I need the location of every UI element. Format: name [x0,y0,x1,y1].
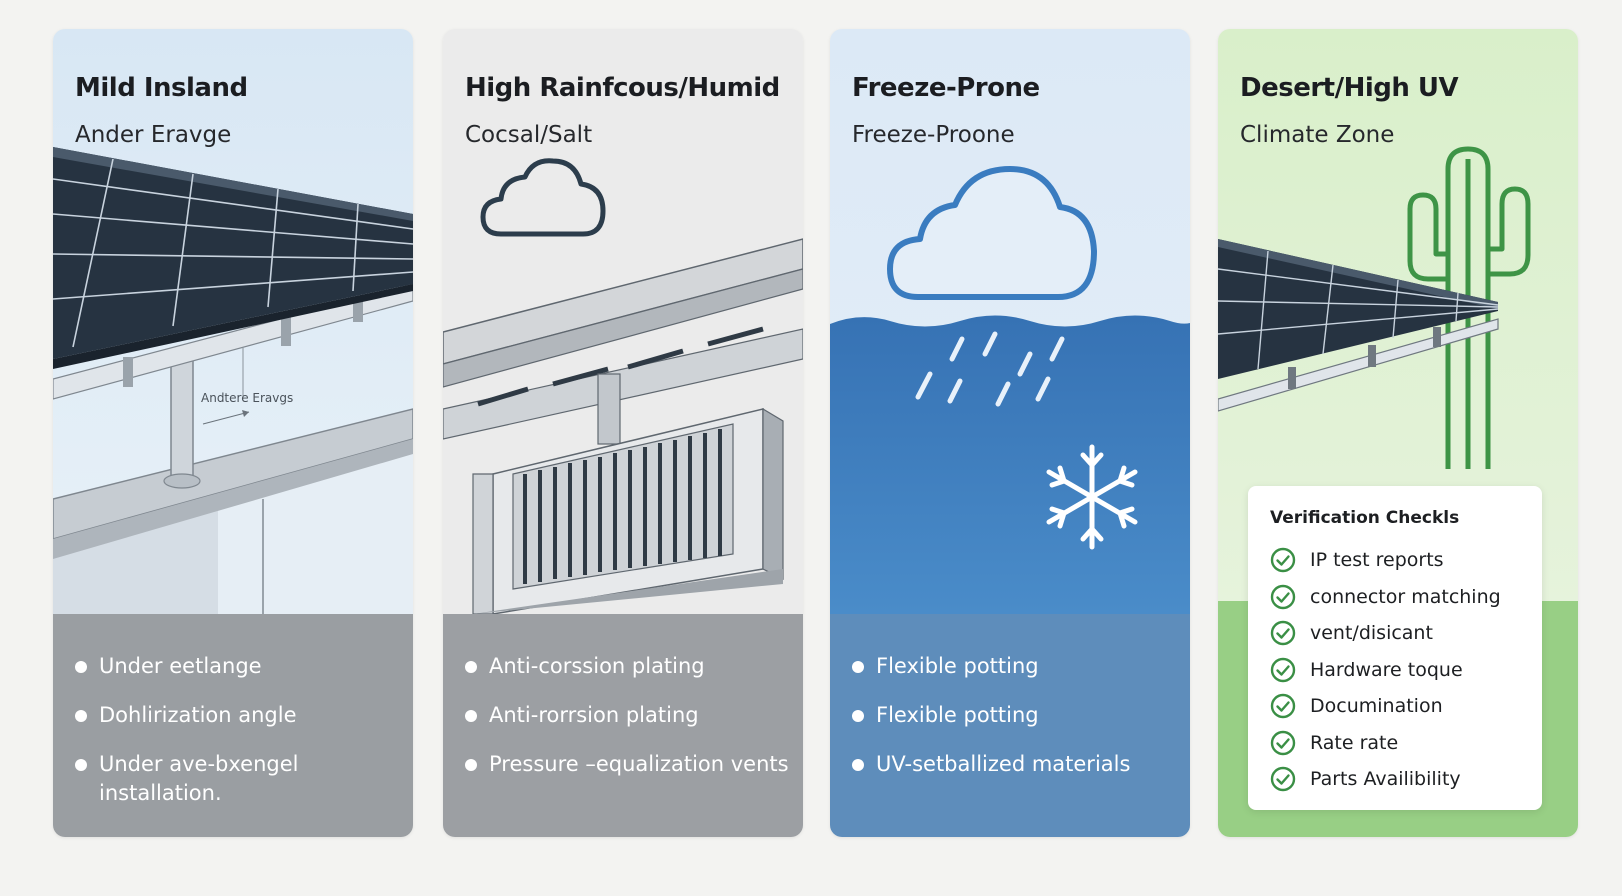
coastal-roof-illustration [443,29,803,614]
checklist-item: IP test reports [1270,546,1501,583]
panel-title: Desert/High UV [1240,73,1459,103]
list-item: Pressure –equalization vents [465,750,795,779]
check-circle-icon [1270,547,1296,573]
bullet-icon [465,710,477,722]
freeze-illustration [830,29,1190,614]
list-item: Under ave-bxengel installation. [75,750,405,808]
list-item: Flexible potting [852,652,1182,681]
check-circle-icon [1270,620,1296,646]
panel-title: High Rainfcous/Humid [465,73,780,103]
check-circle-icon [1270,657,1296,682]
checklist-item: Documination [1270,692,1501,729]
feature-list: Flexible potting Flexible potting UV-set… [852,652,1182,799]
verification-checklist-card: Verification Checkls IP test reports con… [1248,486,1542,810]
feature-list: Under eetlange Dohlirization angle Under… [75,652,405,828]
climate-panel-desert-high-uv: Desert/High UV Climate Zone Verification… [1218,29,1578,837]
panel-subtitle: Freeze-Proone [852,122,1015,148]
checklist-item: Parts Availibility [1270,765,1501,802]
checklist-item: vent/disicant [1270,619,1501,656]
list-item: Anti-rorrsion plating [465,701,795,730]
bullet-icon [852,710,864,722]
check-circle-icon [1270,693,1296,719]
panel-subtitle: Climate Zone [1240,122,1395,148]
bullet-icon [852,661,864,673]
checklist-item: Rate rate [1270,729,1501,766]
feature-list: Anti-corssion plating Anti-rorrsion plat… [465,652,795,799]
list-item: Flexible potting [852,701,1182,730]
climate-panel-freeze-prone: Freeze-Prone Freeze-Proone Flexible pott… [830,29,1190,837]
bullet-icon [75,710,87,722]
cloud-icon [480,158,606,237]
list-item: Dohlirization angle [75,701,405,730]
panel-subtitle: Ander Eravge [75,122,232,148]
panel-title: Mild Insland [75,73,248,103]
cloud-icon [887,166,1097,300]
panel-title: Freeze-Prone [852,73,1040,103]
check-circle-icon [1270,766,1296,792]
list-item: UV-setballized materials [852,750,1182,779]
panel-features: Flexible potting Flexible potting UV-set… [830,614,1190,837]
bullet-icon [75,759,87,771]
snowflake-icon [1046,444,1138,550]
solar-roof-illustration: Andtere Eravgs [53,29,413,614]
checklist-item: connector matching [1270,583,1501,620]
bullet-icon [852,759,864,771]
panel-subtitle: Cocsal/Salt [465,122,593,148]
panel-features: Anti-corssion plating Anti-rorrsion plat… [443,614,803,837]
list-item: Anti-corssion plating [465,652,795,681]
bullet-icon [465,661,477,673]
panel-features: Under eetlange Dohlirization angle Under… [53,614,413,837]
bullet-icon [75,661,87,673]
climate-panel-high-rainfall: High Rainfcous/Humid Cocsal/Salt Anti-co… [443,29,803,837]
check-circle-icon [1270,584,1296,609]
checklist-title: Verification Checkls [1270,508,1460,528]
check-circle-icon [1270,730,1296,755]
bullet-icon [465,759,477,771]
climate-panel-mild-inland: Andtere Eravgs Mild Insland Ander Eravge… [53,29,413,837]
illustration-annotation-label: Andtere Eravgs [201,391,293,405]
rain-icon [915,331,1065,407]
list-item: Under eetlange [75,652,405,681]
checklist-item: Hardware toque [1270,656,1501,693]
checklist: IP test reports connector matching vent/… [1270,546,1501,802]
